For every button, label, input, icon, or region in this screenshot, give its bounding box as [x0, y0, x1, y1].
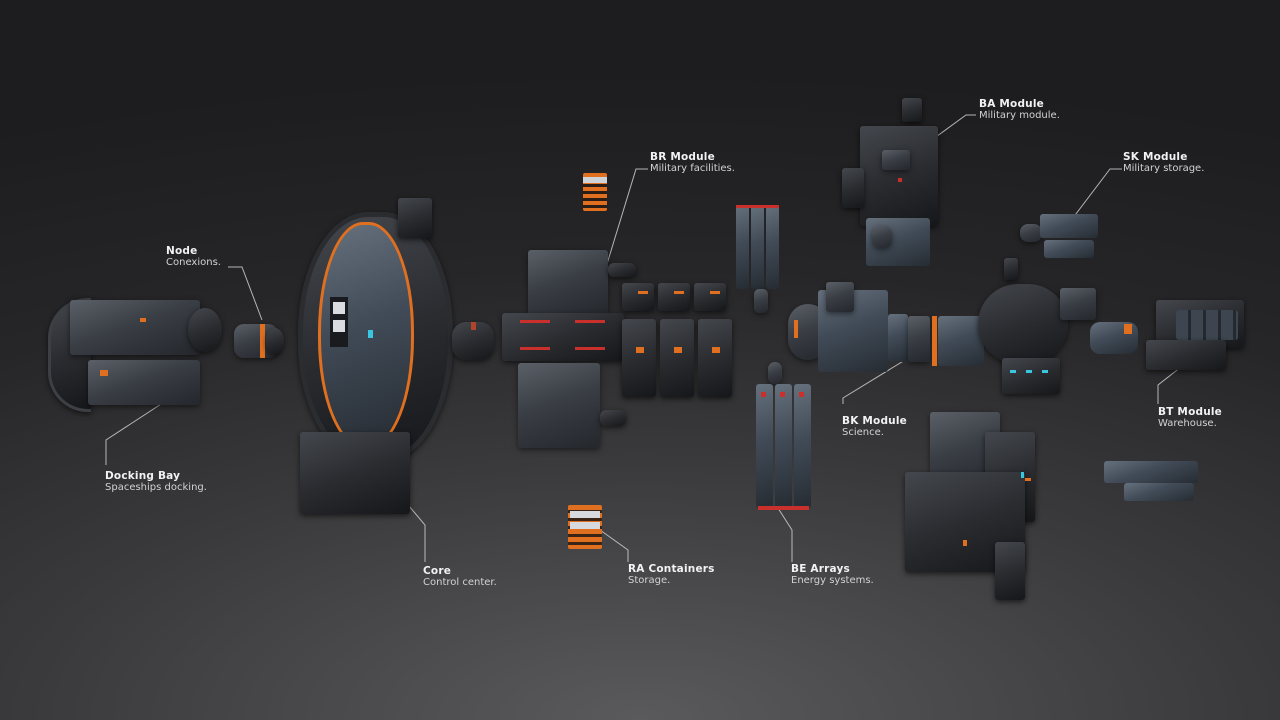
label-sk-module-name: SK Module: [1123, 151, 1188, 163]
label-node-desc: Conexions.: [166, 257, 221, 268]
label-core: Core Control center.: [423, 565, 497, 589]
ra-containers-model: [568, 505, 602, 549]
label-bk-module-desc: Science.: [842, 427, 884, 438]
label-sk-module-desc: Military storage.: [1123, 163, 1205, 174]
label-node: Node Conexions.: [166, 245, 221, 269]
label-bt-module: BT Module Warehouse.: [1158, 406, 1222, 430]
label-br-module-name: BR Module: [650, 151, 715, 163]
label-ba-module-name: BA Module: [979, 98, 1044, 110]
label-node-name: Node: [166, 245, 198, 257]
label-bk-module-name: BK Module: [842, 415, 907, 427]
label-core-name: Core: [423, 565, 452, 577]
label-sk-module: SK Module Military storage.: [1123, 151, 1204, 175]
label-docking-bay: Docking Bay Spaceships docking.: [105, 470, 207, 494]
label-docking-bay-name: Docking Bay: [105, 470, 181, 482]
label-br-module: BR Module Military facilities.: [650, 151, 735, 175]
label-ra-containers-name: RA Containers: [628, 563, 715, 575]
bk-module-model: [788, 258, 1098, 398]
label-be-arrays-name: BE Arrays: [791, 563, 850, 575]
bt-module-model: [1146, 300, 1246, 372]
docking-bay-model: [48, 290, 222, 412]
label-ra-containers: RA Containers Storage.: [628, 563, 715, 587]
small-storage-module-model: [1104, 455, 1200, 503]
label-ba-module-desc: Military module.: [979, 110, 1060, 121]
connector-node-model: [452, 322, 494, 360]
core-model: [290, 192, 453, 522]
connector-node-right-model: [1090, 318, 1140, 358]
label-bt-module-name: BT Module: [1158, 406, 1222, 418]
br-module-model: [500, 245, 740, 455]
label-ra-containers-desc: Storage.: [628, 575, 671, 586]
ra-container-top-model: [583, 173, 607, 211]
label-core-desc: Control center.: [423, 577, 497, 588]
sk-module-model: [1020, 214, 1100, 260]
be-arrays-model: [756, 362, 816, 510]
node-model: [234, 320, 284, 364]
label-bk-module: BK Module Science.: [842, 415, 907, 439]
lower-military-module-model: [905, 412, 1055, 602]
label-ba-module: BA Module Military module.: [979, 98, 1060, 122]
label-bt-module-desc: Warehouse.: [1158, 418, 1217, 429]
label-br-module-desc: Military facilities.: [650, 163, 735, 174]
label-be-arrays: BE Arrays Energy systems.: [791, 563, 874, 587]
be-array-top-model: [736, 205, 782, 315]
label-docking-bay-desc: Spaceships docking.: [105, 482, 207, 493]
ba-module-model: [842, 98, 942, 268]
label-be-arrays-desc: Energy systems.: [791, 575, 874, 586]
